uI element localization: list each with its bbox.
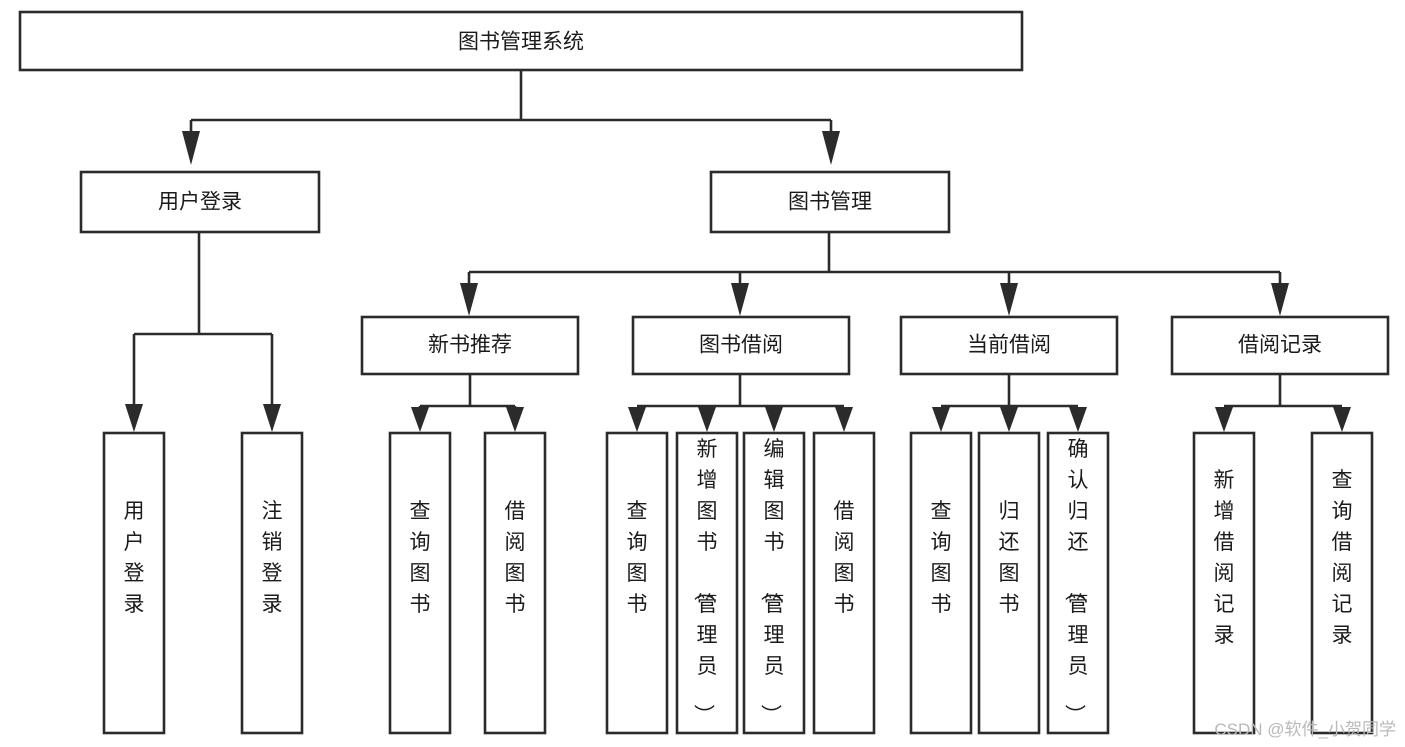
leaf-bookborrow-query-label: 查询图书 [627, 500, 648, 616]
leaf-node[interactable]: 借阅图书 [812, 431, 876, 735]
arrow-head-currentborrow-leaf-1 [932, 407, 950, 432]
connector-book-manage-to-level3 [460, 233, 1289, 316]
leaf-node[interactable]: 查询借阅记录 [1310, 431, 1374, 735]
arrow-head-book-borrow [731, 283, 749, 316]
arrow-head-bookborrow-leaf-1 [628, 407, 646, 432]
leaf-user-login-box[interactable] [102, 431, 166, 735]
node-book-borrow-label: 图书借阅 [699, 334, 783, 357]
arrow-head-bookborrow-leaf-2 [698, 407, 716, 432]
leaf-node[interactable]: 注销登录 [240, 431, 304, 735]
node-user-login[interactable]: 用户登录 [79, 170, 321, 234]
node-root-box[interactable] [18, 10, 1024, 72]
node-root[interactable]: 图书管理系统 [18, 10, 1024, 72]
leaf-bookborrow-query-box[interactable] [605, 431, 669, 735]
leaf-currentborrow-confirm-box[interactable] [1046, 431, 1110, 735]
node-borrow-record-label: 借阅记录 [1238, 334, 1322, 357]
node-new-book-recommend[interactable]: 新书推荐 [360, 315, 580, 376]
leaf-node[interactable]: 归还图书 [977, 431, 1041, 735]
leaf-logout-box[interactable] [240, 431, 304, 735]
connector-root-to-level2 [182, 70, 840, 165]
leaf-borrowrecord-add-label: 新增借阅记录 [1214, 469, 1235, 647]
leaf-bookborrow-borrow-label: 借阅图书 [834, 500, 855, 616]
arrow-head-borrowrecord-leaf-2 [1333, 407, 1351, 432]
node-user-login-box[interactable] [79, 170, 321, 234]
leaf-node[interactable]: 查询图书 [388, 431, 452, 735]
node-user-login-label: 用户登录 [158, 191, 242, 214]
node-book-borrow[interactable]: 图书借阅 [631, 315, 851, 376]
leaf-bookborrow-edit-label: 编辑图书（管理员） [759, 438, 785, 725]
leaf-currentborrow-query-label: 查询图书 [931, 500, 952, 616]
leaf-currentborrow-query-box[interactable] [909, 431, 973, 735]
arrow-head-newbook-leaf-1 [411, 407, 429, 432]
leaf-user-login-label: 用户登录 [124, 500, 145, 616]
leaf-bookborrow-borrow-box[interactable] [812, 431, 876, 735]
leaf-newbook-query-label: 查询图书 [410, 500, 431, 616]
leaf-node[interactable]: 编辑图书（管理员） [742, 431, 806, 735]
connector-book-borrow-to-leaves [628, 374, 853, 432]
node-book-borrow-box[interactable] [631, 315, 851, 376]
connector-current-borrow-to-leaves [932, 374, 1087, 432]
leaf-bookborrow-edit-box[interactable] [742, 431, 806, 735]
leaf-currentborrow-return-box[interactable] [977, 431, 1041, 735]
node-new-book-recommend-box[interactable] [360, 315, 580, 376]
leaf-currentborrow-return-label: 归还图书 [999, 500, 1020, 616]
node-current-borrow[interactable]: 当前借阅 [899, 315, 1119, 376]
leaf-newbook-query-box[interactable] [388, 431, 452, 735]
arrow-head-bookborrow-leaf-4 [835, 407, 853, 432]
leaf-borrowrecord-query-box[interactable] [1310, 431, 1374, 735]
node-book-manage-label: 图书管理 [788, 191, 872, 214]
arrow-head-book-manage [822, 131, 840, 165]
node-current-borrow-box[interactable] [899, 315, 1119, 376]
connector-user-login-to-leaves [125, 232, 281, 432]
arrow-head-borrowrecord-leaf-1 [1215, 407, 1233, 432]
node-borrow-record-box[interactable] [1170, 315, 1390, 376]
connector-borrow-record-to-leaves [1215, 374, 1351, 432]
leaf-newbook-borrow-label: 借阅图书 [505, 500, 526, 616]
arrow-head-user-login [182, 131, 200, 165]
node-current-borrow-label: 当前借阅 [967, 334, 1051, 357]
node-book-manage[interactable]: 图书管理 [709, 170, 951, 234]
arrow-head-newbook-leaf-2 [506, 407, 524, 432]
node-root-label: 图书管理系统 [458, 31, 584, 54]
arrow-head-currentborrow-leaf-2 [1000, 407, 1018, 432]
leaf-borrowrecord-query-label: 查询借阅记录 [1332, 469, 1353, 647]
arrow-head-new-book [460, 283, 478, 316]
node-book-manage-box[interactable] [709, 170, 951, 234]
leaf-node[interactable]: 查询图书 [909, 431, 973, 735]
leaf-currentborrow-confirm-label: 确认归还（管理员） [1063, 438, 1089, 725]
leaf-node[interactable]: 查询图书 [605, 431, 669, 735]
arrow-head-currentborrow-leaf-3 [1069, 407, 1087, 432]
arrow-head-current-borrow [1000, 283, 1018, 316]
arrow-head-leaf-user-login [125, 404, 143, 432]
leaf-node[interactable]: 新增借阅记录 [1192, 431, 1256, 735]
leaf-node[interactable]: 借阅图书 [483, 431, 547, 735]
arrow-head-bookborrow-leaf-3 [765, 407, 783, 432]
watermark-text: CSDN @软件_小贺同学 [1214, 720, 1396, 739]
arrow-head-leaf-logout [263, 404, 281, 432]
arrow-head-borrow-record [1271, 283, 1289, 316]
leaf-bookborrow-add-box[interactable] [675, 431, 739, 735]
node-new-book-recommend-label: 新书推荐 [428, 334, 512, 357]
leaf-borrowrecord-add-box[interactable] [1192, 431, 1256, 735]
leaf-node[interactable]: 用户登录 [102, 431, 166, 735]
leaf-logout-label: 注销登录 [262, 500, 283, 616]
leaf-node[interactable]: 确认归还（管理员） [1046, 431, 1110, 735]
connector-new-book-to-leaves [411, 374, 524, 432]
node-borrow-record[interactable]: 借阅记录 [1170, 315, 1390, 376]
leaf-bookborrow-add-label: 新增图书（管理员） [692, 438, 718, 725]
leaf-node[interactable]: 新增图书（管理员） [675, 431, 739, 735]
leaf-newbook-borrow-box[interactable] [483, 431, 547, 735]
